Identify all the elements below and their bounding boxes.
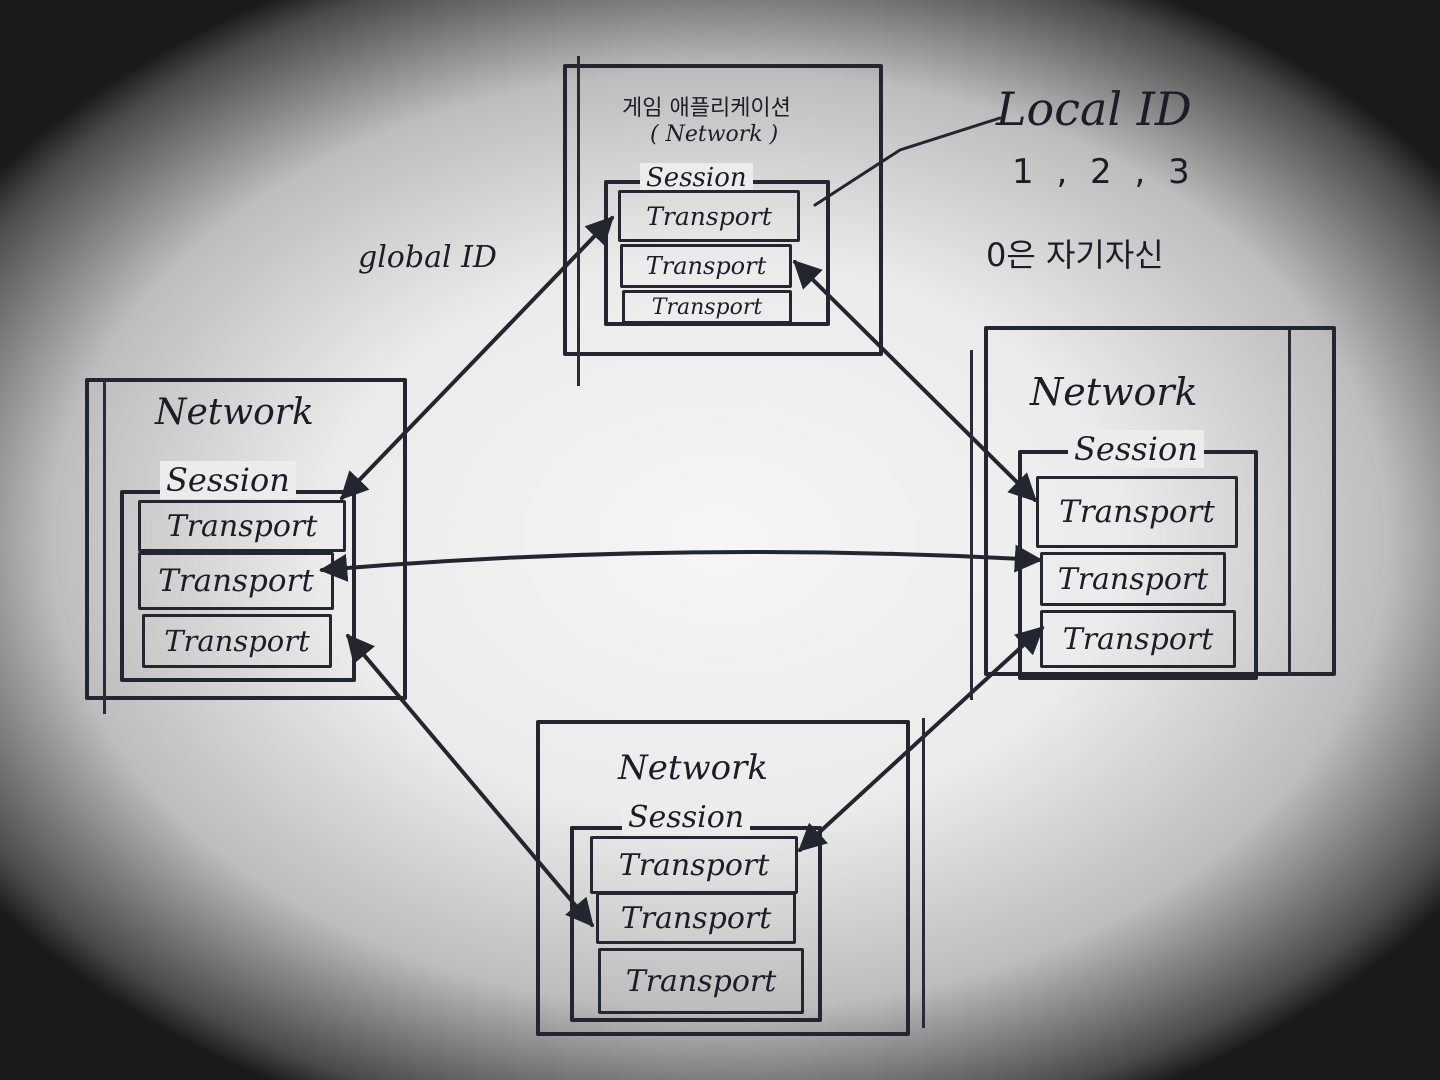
right-transport-1: Transport — [1036, 476, 1238, 548]
right-session-label: Session — [1068, 430, 1204, 468]
left-transport-1: Transport — [138, 500, 346, 552]
top-session-label: Session — [640, 163, 753, 193]
top-node-subtitle: ( Network ) — [650, 122, 779, 147]
local-id-note: 0은 자기자신 — [986, 236, 1164, 274]
left-node-title: Network — [155, 392, 314, 433]
bottom-transport-1: Transport — [590, 836, 798, 894]
bottom-transport-3: Transport — [598, 948, 804, 1014]
local-id-pointer — [813, 116, 1002, 207]
local-id-values: 1 , 2 , 3 — [1012, 152, 1196, 192]
local-id-label: Local ID — [996, 82, 1192, 136]
bottom-transport-2: Transport — [596, 892, 796, 944]
bottom-node-title: Network — [618, 748, 768, 788]
top-transport-3: Transport — [622, 290, 792, 324]
left-transport-2: Transport — [138, 552, 334, 610]
arrow-left-bottom — [346, 633, 594, 928]
top-transport-1: Transport — [618, 190, 800, 242]
arrow-left-right — [319, 544, 1043, 582]
right-node-title: Network — [1030, 370, 1198, 414]
bottom-session-label: Session — [622, 800, 751, 835]
right-transport-2: Transport — [1040, 552, 1226, 606]
left-transport-3: Transport — [142, 614, 332, 668]
arrow-bottom-right — [797, 626, 1045, 852]
top-transport-2: Transport — [620, 244, 792, 288]
arrow-top-right — [793, 260, 1037, 502]
global-id-label: global ID — [358, 240, 497, 275]
left-session-label: Session — [160, 461, 296, 499]
arrow-left-top — [340, 215, 614, 501]
top-node-title: 게임 애플리케이션 — [622, 96, 791, 121]
right-transport-3: Transport — [1040, 610, 1236, 668]
